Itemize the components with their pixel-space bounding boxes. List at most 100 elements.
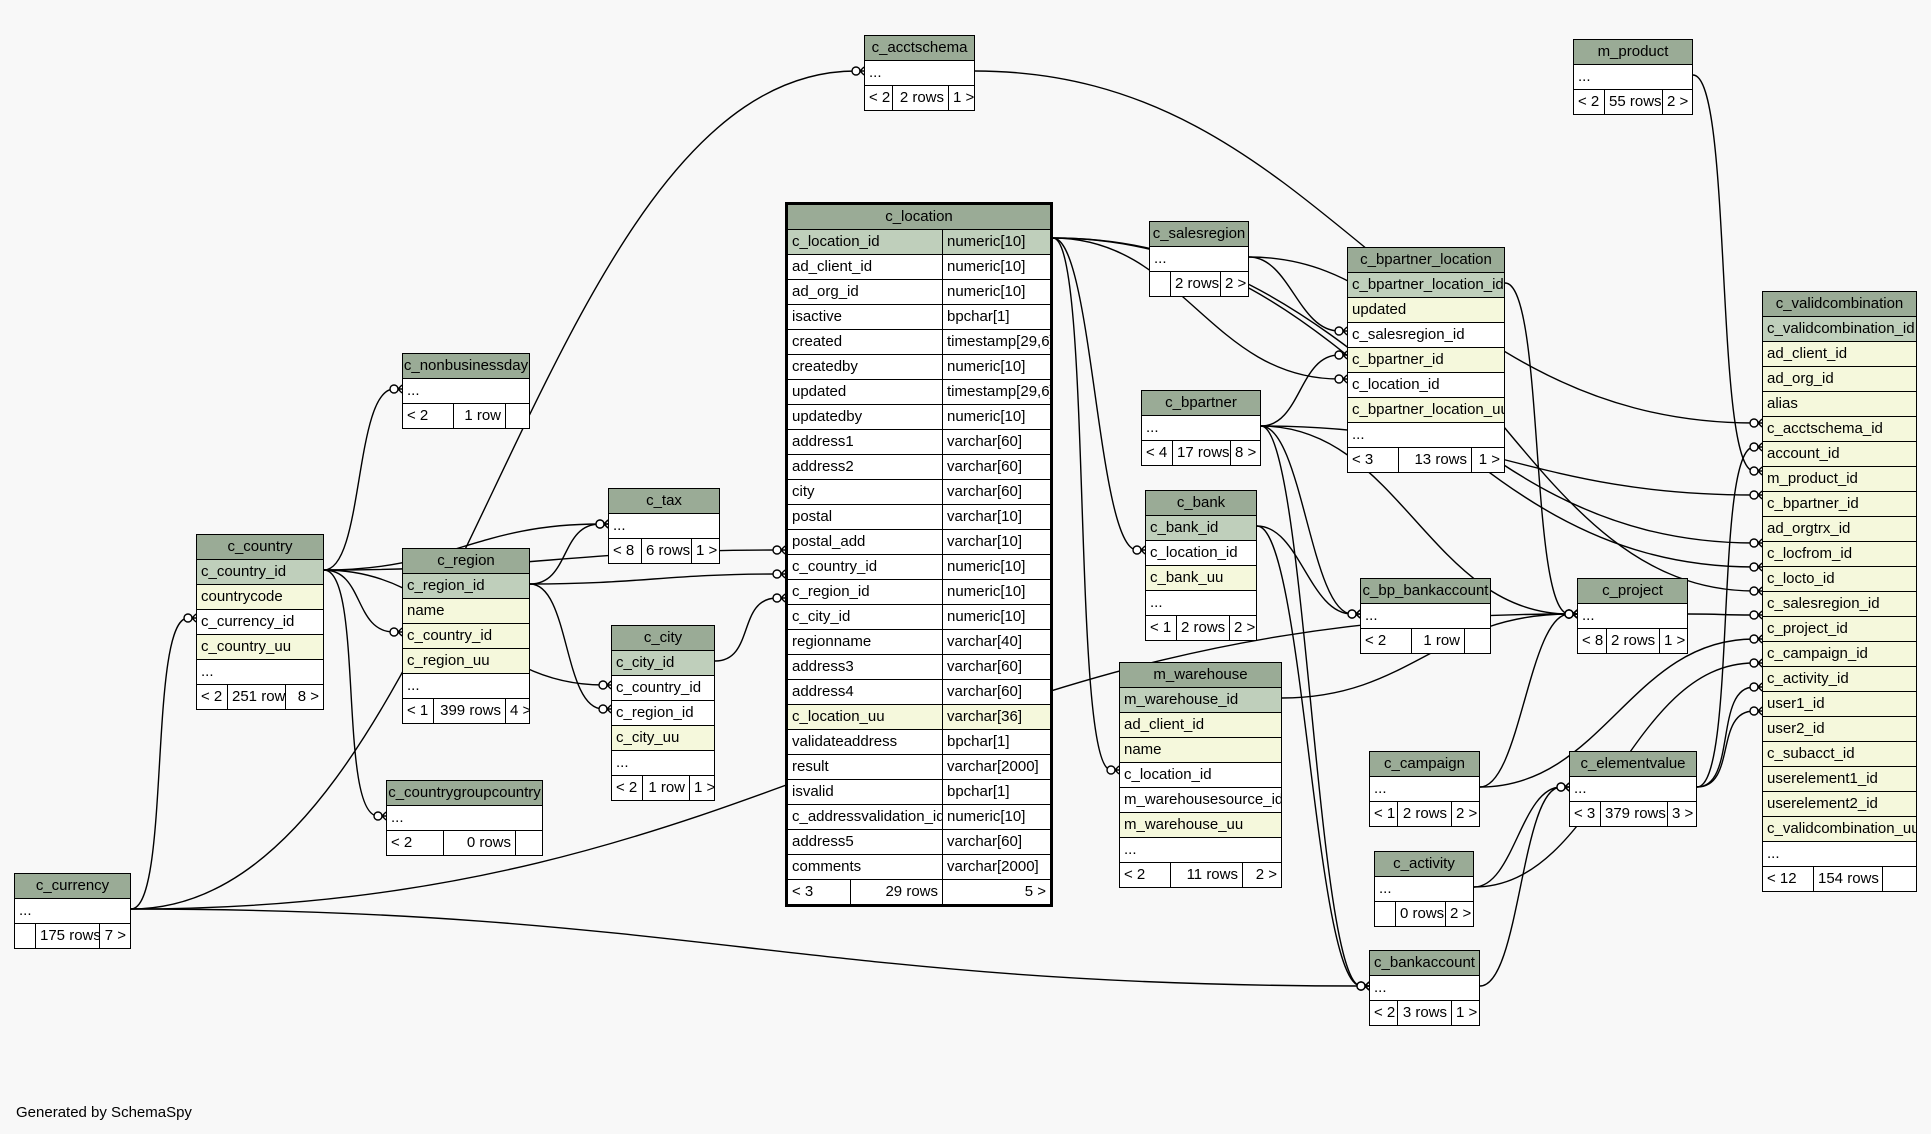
column-row[interactable]: c_country_uu [197,635,323,660]
row-count[interactable]: 3 rows [1397,1001,1451,1025]
column-row[interactable]: ad_org_id [1763,367,1916,392]
column-row[interactable]: countrycode [197,585,323,610]
row-count[interactable]: 2 rows [1170,272,1220,296]
parents-count[interactable]: < 4 [1146,444,1168,461]
children-count[interactable]: 7 > [99,924,130,948]
column-row[interactable]: c_country_id [197,560,323,585]
children-count[interactable]: 2 > [1229,616,1256,640]
column-row[interactable]: c_region_uu [403,649,529,674]
table-header[interactable]: m_warehouse [1120,663,1281,688]
column-row[interactable]: c_activity_id [1763,667,1916,692]
parents-count[interactable]: < 2 [1374,1004,1396,1021]
column-row[interactable]: c_currency_id [197,610,323,635]
parents-count[interactable]: < 1 [407,702,429,719]
row-count[interactable]: 2 rows [1397,802,1451,826]
column-row[interactable]: ... [1370,976,1479,1001]
children-count[interactable]: 4 > [505,699,529,723]
column-row[interactable]: ... [1120,838,1281,863]
row-count[interactable]: 2 rows [892,86,948,110]
column-row[interactable]: c_locto_id [1763,567,1916,592]
column-row[interactable]: ... [1348,423,1504,448]
children-count[interactable]: 2 > [1451,802,1479,826]
parents-count[interactable]: < 12 [1767,870,1797,887]
column-row[interactable]: ... [1578,604,1687,629]
table-header[interactable]: c_countrygroupcountry [387,781,542,806]
children-count[interactable]: 1 > [689,776,714,800]
column-row[interactable]: ... [403,379,529,404]
table-header[interactable]: c_country [197,535,323,560]
column-row[interactable]: ... [1574,65,1692,90]
row-count[interactable]: 379 rows [1600,802,1667,826]
parents-count[interactable]: < 3 [1352,451,1374,468]
row-count[interactable]: 11 rows [1170,863,1242,887]
row-count[interactable]: 2 rows [1606,629,1659,653]
row-count[interactable]: 175 rows [35,924,99,948]
table-header[interactable]: c_salesregion [1150,222,1248,247]
parents-count[interactable]: < 8 [1582,632,1604,649]
column-row[interactable]: ... [403,674,529,699]
column-row[interactable]: c_subacct_id [1763,742,1916,767]
table-header[interactable]: c_acctschema [865,36,974,61]
column-row[interactable]: ... [1375,877,1473,902]
column-row[interactable]: m_product_id [1763,467,1916,492]
row-count[interactable]: 55 rows [1604,90,1662,114]
column-row[interactable]: m_warehouse_id [1120,688,1281,713]
children-count[interactable]: 1 > [948,86,974,110]
table-header[interactable]: c_bpartner [1142,391,1260,416]
column-row[interactable]: c_salesregion_id [1763,592,1916,617]
column-row[interactable]: ... [1361,604,1490,629]
column-row[interactable]: ... [1763,842,1916,867]
column-row[interactable]: m_warehouse_uu [1120,813,1281,838]
children-count[interactable]: 1 > [1451,1001,1479,1025]
parents-count[interactable]: < 8 [613,542,635,559]
table-header[interactable]: c_currency [15,874,130,899]
column-row[interactable]: ... [1570,777,1696,802]
column-row[interactable]: c_validcombination_id [1763,317,1916,342]
table-header[interactable]: c_validcombination [1763,292,1916,317]
parents-count[interactable]: < 2 [1578,93,1600,110]
parents-count[interactable] [15,924,35,948]
column-row[interactable]: alias [1763,392,1916,417]
children-count[interactable]: 2 > [1662,90,1692,114]
row-count[interactable]: 251 rows [227,685,285,709]
column-row[interactable]: c_project_id [1763,617,1916,642]
column-row[interactable]: c_region_id [403,574,529,599]
row-count[interactable]: 2 rows [1176,616,1229,640]
column-row[interactable]: ... [1146,591,1256,616]
column-row[interactable]: updated [1348,298,1504,323]
row-count[interactable]: 17 rows [1172,441,1230,465]
column-row[interactable]: c_bank_uu [1146,566,1256,591]
row-count[interactable]: 1 row [1411,629,1464,653]
children-count[interactable]: 1 > [691,539,719,563]
table-header[interactable]: c_bp_bankaccount [1361,579,1490,604]
column-row[interactable]: c_location_id [1120,763,1281,788]
column-row[interactable]: ... [612,751,714,776]
parents-count[interactable]: < 2 [407,407,429,424]
column-row[interactable]: ... [15,899,130,924]
column-row[interactable]: c_validcombination_uu [1763,817,1916,842]
column-row[interactable]: c_city_id [612,651,714,676]
children-count[interactable] [515,831,542,855]
